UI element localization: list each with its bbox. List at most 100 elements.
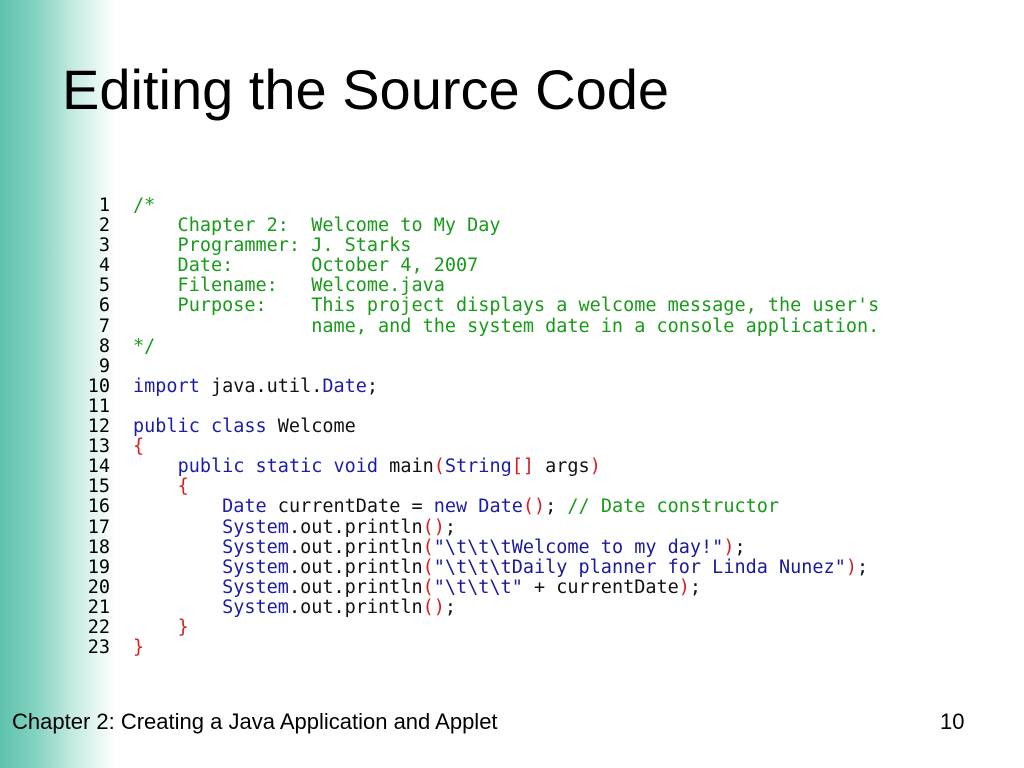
code-text: name, and the system date in a console a…: [133, 315, 880, 337]
code-text: System.out.println();: [133, 596, 456, 618]
code-token: [133, 496, 222, 517]
code-token: + currentDate: [522, 576, 679, 598]
code-token: args: [534, 456, 590, 478]
code-token: [133, 617, 178, 638]
code-text: Date: October 4, 2007: [133, 255, 479, 277]
code-line: 8 */: [80, 335, 155, 357]
code-text: public class Welcome: [133, 416, 356, 438]
code-token: {: [133, 436, 145, 458]
code-token: }: [133, 637, 145, 659]
code-text: {: [133, 437, 144, 457]
code-text: System.out.println("\t\t\t" + currentDat…: [133, 576, 702, 598]
code-token: Programmer: J. Starks: [133, 235, 412, 257]
line-number: 3: [98, 235, 110, 257]
line-number: 7: [98, 315, 110, 337]
code-token: "\t\t\tWelcome to my day!": [433, 536, 724, 558]
code-token: main: [378, 456, 434, 478]
line-number: 15: [87, 476, 110, 498]
code-token: {: [177, 476, 189, 498]
code-line: 11: [80, 395, 110, 417]
line-number: 22: [87, 616, 110, 638]
code-token: ;: [545, 496, 568, 518]
code-token: "\t\t\t": [433, 576, 523, 598]
line-number: 21: [87, 596, 110, 618]
code-line: 4 Date: October 4, 2007: [80, 256, 478, 276]
line-number: 5: [98, 275, 110, 297]
code-text: import java.util.Date;: [133, 375, 378, 397]
code-token: System: [222, 556, 289, 578]
code-line: 20 System.out.println("\t\t\t" + current…: [80, 576, 701, 598]
code-token: Welcome: [266, 416, 356, 438]
code-token: }: [177, 616, 189, 638]
code-token: [133, 537, 222, 558]
code-token: "\t\t\tDaily planner for Linda Nunez": [433, 556, 846, 578]
code-token: [133, 456, 178, 477]
code-token: .out.println: [288, 596, 423, 618]
line-number: 1: [98, 195, 110, 216]
code-token: ): [845, 556, 857, 578]
code-token: currentDate =: [266, 496, 434, 518]
code-line: 21 System.out.println();: [80, 596, 456, 618]
code-line: 2 Chapter 2: Welcome to My Day: [80, 215, 501, 236]
code-token: Filename: Welcome.java: [133, 275, 445, 297]
code-text: }: [133, 616, 189, 638]
line-number: 13: [87, 436, 110, 458]
line-number: 9: [98, 355, 110, 377]
line-number: 18: [87, 536, 110, 558]
code-token: [133, 476, 178, 497]
line-number: 14: [87, 456, 110, 478]
code-text: }: [133, 638, 144, 658]
code-token: /*: [133, 195, 156, 216]
code-token: [133, 557, 222, 578]
code-token: [133, 597, 222, 618]
code-text: Purpose: This project displays a welcome…: [133, 296, 880, 316]
code-token: public class: [133, 416, 267, 438]
code-text: */: [133, 336, 155, 357]
line-number: 8: [98, 335, 110, 357]
code-token: Date: [322, 375, 367, 397]
code-text: Chapter 2: Welcome to My Day: [133, 216, 501, 236]
code-token: ): [723, 536, 735, 558]
slide-title: Editing the Source Code: [62, 58, 670, 121]
code-token: (): [422, 596, 445, 618]
line-number: 20: [87, 576, 110, 598]
code-line: 5 Filename: Welcome.java: [80, 275, 445, 297]
code-line: 23}: [80, 637, 144, 658]
code-token: []: [511, 456, 534, 478]
code-token: java.util.: [199, 375, 323, 397]
code-token: .out.println: [288, 576, 423, 598]
code-line: 1 /*: [80, 195, 155, 216]
code-line: 3 Programmer: J. Starks: [80, 235, 412, 257]
code-token: ;: [444, 516, 457, 538]
code-line: 18 System.out.println("\t\t\tWelcome to …: [80, 536, 746, 558]
code-token: (: [422, 576, 434, 598]
code-line: 13 {: [80, 436, 144, 458]
code-line: 22 }: [80, 616, 189, 638]
code-token: String: [444, 456, 512, 478]
line-number: 17: [87, 516, 110, 538]
code-token: (: [433, 456, 445, 478]
code-text: Date currentDate = new Date(); // Date c…: [133, 497, 779, 517]
code-token: .out.println: [288, 556, 423, 578]
code-token: public static void: [177, 456, 379, 478]
line-number: 11: [87, 395, 110, 417]
code-token: Chapter 2: Welcome to My Day: [133, 215, 501, 237]
code-token: System: [222, 596, 289, 618]
code-token: ;: [689, 576, 702, 598]
code-line: 17 System.out.println();: [80, 516, 456, 538]
code-token: Date: October 4, 2007: [133, 255, 479, 277]
code-line: 14 public static void main(String[] args…: [80, 456, 601, 478]
code-text: public static void main(String[] args): [133, 457, 601, 477]
code-token: name, and the system date in a console a…: [133, 315, 880, 337]
line-number: 16: [87, 496, 110, 518]
code-line: 16 Date currentDate = new Date(); // Dat…: [80, 496, 779, 518]
code-text: System.out.println();: [133, 516, 457, 538]
code-token: ): [678, 576, 690, 598]
line-number: 6: [98, 295, 110, 317]
code-line: 19 System.out.println("\t\t\tDaily plann…: [80, 557, 868, 578]
code-text: {: [133, 477, 189, 497]
code-token: Date: [222, 496, 267, 518]
